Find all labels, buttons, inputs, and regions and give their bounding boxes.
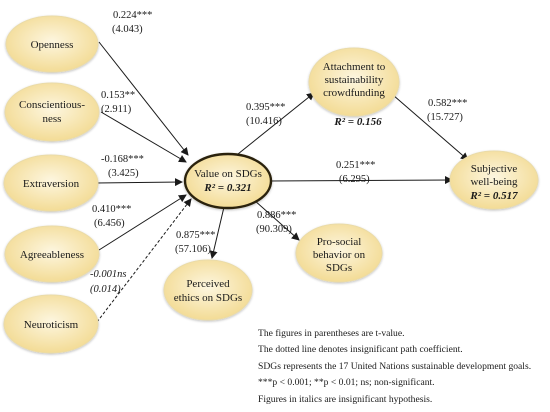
node-extraversion-label: Extraversion — [23, 178, 80, 190]
node-value-label: Value on SDGs — [194, 168, 262, 180]
node-ethics-label-line1: Perceived — [186, 278, 230, 290]
node-pro-social-behavior: Pro-social behavior on SDGs — [295, 223, 383, 283]
node-attachment: Attachment to sustainability crowdfundin… — [308, 47, 400, 117]
node-neuroticism: Neuroticism — [3, 294, 99, 354]
note-line-4: ***p < 0.001; **p < 0.01; ns; non-signif… — [258, 377, 435, 389]
coef-attachment-subjective: 0.582*** — [428, 98, 467, 109]
t-openness-value: (4.043) — [112, 24, 143, 35]
arrow-extraversion-to-value — [95, 178, 183, 187]
t-extraversion-value: (3.425) — [108, 168, 139, 179]
arrow-conscientiousness-to-value — [100, 111, 187, 163]
node-extraversion: Extraversion — [3, 154, 99, 212]
coef-value-prosocial: 0.886*** — [257, 210, 296, 221]
coef-value-ethics: 0.875*** — [176, 230, 215, 241]
node-attachment-label-line2: sustainability — [325, 74, 384, 86]
node-conscientiousness-label-line2: ness — [43, 113, 62, 125]
nodes: Openness Conscientious- ness Extraversio… — [3, 15, 539, 354]
coef-value-subjective: 0.251*** — [336, 160, 375, 171]
node-agreeableness-label: Agreeableness — [20, 249, 84, 261]
arrow-value-to-ethics — [209, 206, 225, 259]
node-agreeableness: Agreeableness — [4, 225, 100, 283]
note-line-3: SDGs represents the 17 United Nations su… — [258, 360, 532, 372]
note-line-2: The dotted line denotes insignificant pa… — [258, 344, 463, 356]
arrow-openness-to-value — [98, 41, 189, 156]
node-subjective-r2: R² = 0.517 — [469, 190, 518, 202]
node-subjective-well-being: Subjective well-being R² = 0.517 — [449, 150, 539, 210]
arrow-value-to-attachment — [232, 92, 315, 159]
note-line-1: The figures in parentheses are t-value. — [258, 328, 405, 339]
paths — [95, 41, 469, 323]
node-perceived-ethics: Perceived ethics on SDGs — [163, 259, 253, 321]
node-subjective-label-line1: Subjective — [471, 163, 518, 175]
arrow-agreeableness-to-value — [98, 194, 187, 251]
node-attachment-label-line3: crowdfunding — [323, 87, 385, 99]
arrow-attachment-to-subjective — [392, 94, 469, 161]
coef-openness-value: 0.224*** — [113, 10, 152, 21]
path-coefficients: 0.224*** (4.043) 0.153** (2.911) -0.168*… — [90, 10, 467, 295]
t-conscientiousness-value: (2.911) — [101, 104, 132, 115]
arrow-value-to-subjective — [267, 176, 453, 185]
node-conscientiousness: Conscientious- ness — [4, 82, 100, 142]
note-line-5: Figures in italics are insignificant hyp… — [258, 393, 433, 405]
node-openness: Openness — [5, 15, 99, 73]
node-value-r2: R² = 0.321 — [203, 182, 251, 194]
t-attachment-subjective: (15.727) — [427, 112, 463, 123]
node-ethics-label-line2: ethics on SDGs — [174, 292, 242, 304]
t-neuroticism-value: (0.014) — [90, 284, 121, 295]
arrow-neuroticism-to-value-dashed — [96, 198, 192, 323]
coef-conscientiousness-value: 0.153** — [101, 90, 135, 101]
node-openness-label: Openness — [31, 39, 74, 51]
node-attachment-r2: R² = 0.156 — [333, 116, 382, 128]
coef-extraversion-value: -0.168*** — [101, 154, 144, 165]
t-value-prosocial: (90.309) — [256, 224, 292, 235]
t-value-attachment: (10.416) — [246, 116, 282, 127]
node-prosocial-label-line3: SDGs — [326, 262, 352, 274]
node-value-on-sdgs: Value on SDGs R² = 0.321 — [183, 152, 273, 210]
coef-value-attachment: 0.395*** — [246, 102, 285, 113]
node-subjective-label-line2: well-being — [470, 176, 518, 188]
t-value-subjective: (6.295) — [339, 174, 370, 185]
node-prosocial-label-line1: Pro-social — [317, 236, 362, 248]
coef-agreeableness-value: 0.410*** — [92, 204, 131, 215]
node-prosocial-label-line2: behavior on — [313, 249, 366, 261]
t-value-ethics: (57.106) — [175, 244, 211, 255]
t-agreeableness-value: (6.456) — [94, 218, 125, 229]
figure-notes: The figures in parentheses are t-value. … — [258, 326, 548, 408]
coef-neuroticism-value: -0.001ns — [90, 269, 126, 280]
node-neuroticism-label: Neuroticism — [24, 319, 79, 331]
node-attachment-label-line1: Attachment to — [323, 61, 386, 73]
node-conscientiousness-label-line1: Conscientious- — [19, 99, 85, 111]
arrow-value-to-prosocial — [253, 199, 300, 241]
